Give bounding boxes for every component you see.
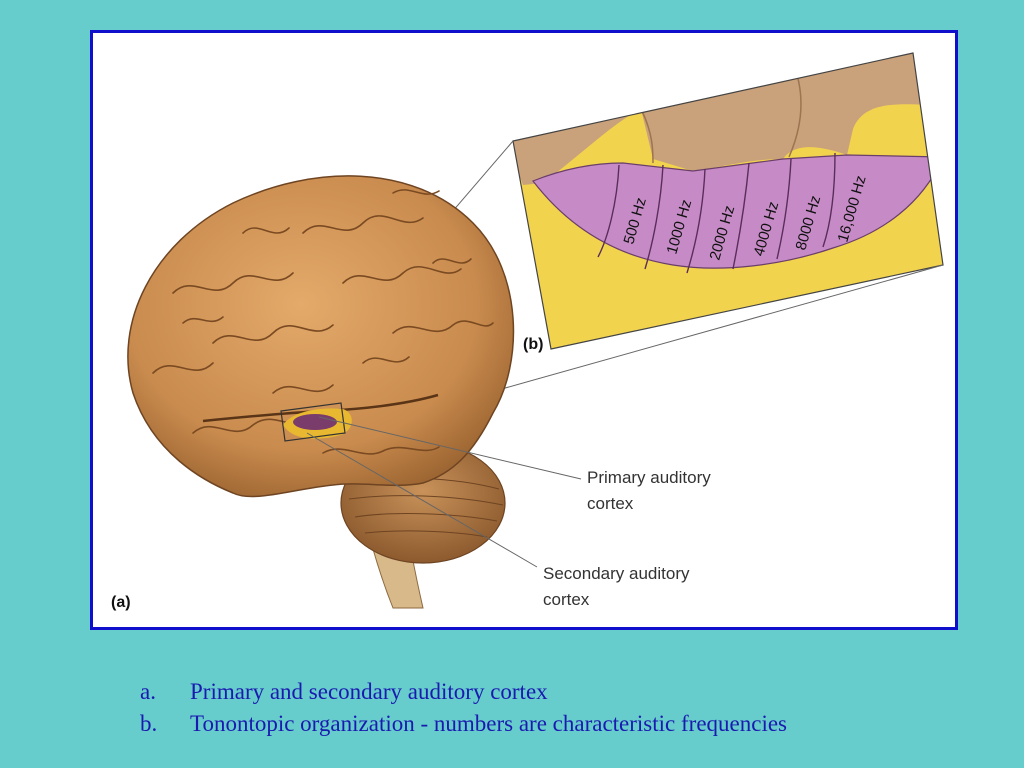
caption-marker: b. [140,711,158,736]
caption-item: a. Primary and secondary auditory cortex [140,676,787,708]
primary-auditory-cortex [293,414,337,430]
primary-callout-line [318,416,582,480]
panel-a-label: (a) [111,594,131,611]
primary-callout-label: Primary auditory cortex [587,468,716,513]
tonotopic-inset: 500 Hz 1000 Hz 2000 Hz 4000 Hz 8000 Hz 1… [512,52,944,353]
caption-item: b. Tonontopic organization - numbers are … [140,708,787,740]
secondary-callout-label: Secondary auditory cortex [543,564,694,609]
brain-illustration [127,175,582,609]
zoom-box [280,402,346,442]
figure-illustration: 500 Hz 1000 Hz 2000 Hz 4000 Hz 8000 Hz 1… [111,52,944,611]
caption-text: Tonontopic organization - numbers are ch… [190,711,787,736]
caption-text: Primary and secondary auditory cortex [190,679,548,704]
cerebrum [127,175,515,498]
figure-frame: 500 Hz 1000 Hz 2000 Hz 4000 Hz 8000 Hz 1… [90,30,958,630]
panel-b-label: (b) [523,336,543,353]
caption-marker: a. [140,679,156,704]
secondary-callout-line [306,432,538,568]
tissue-fold [513,53,929,185]
caption-list: a.Primary and secondary auditory cortex … [140,676,787,740]
tonotopic-band [532,154,943,269]
